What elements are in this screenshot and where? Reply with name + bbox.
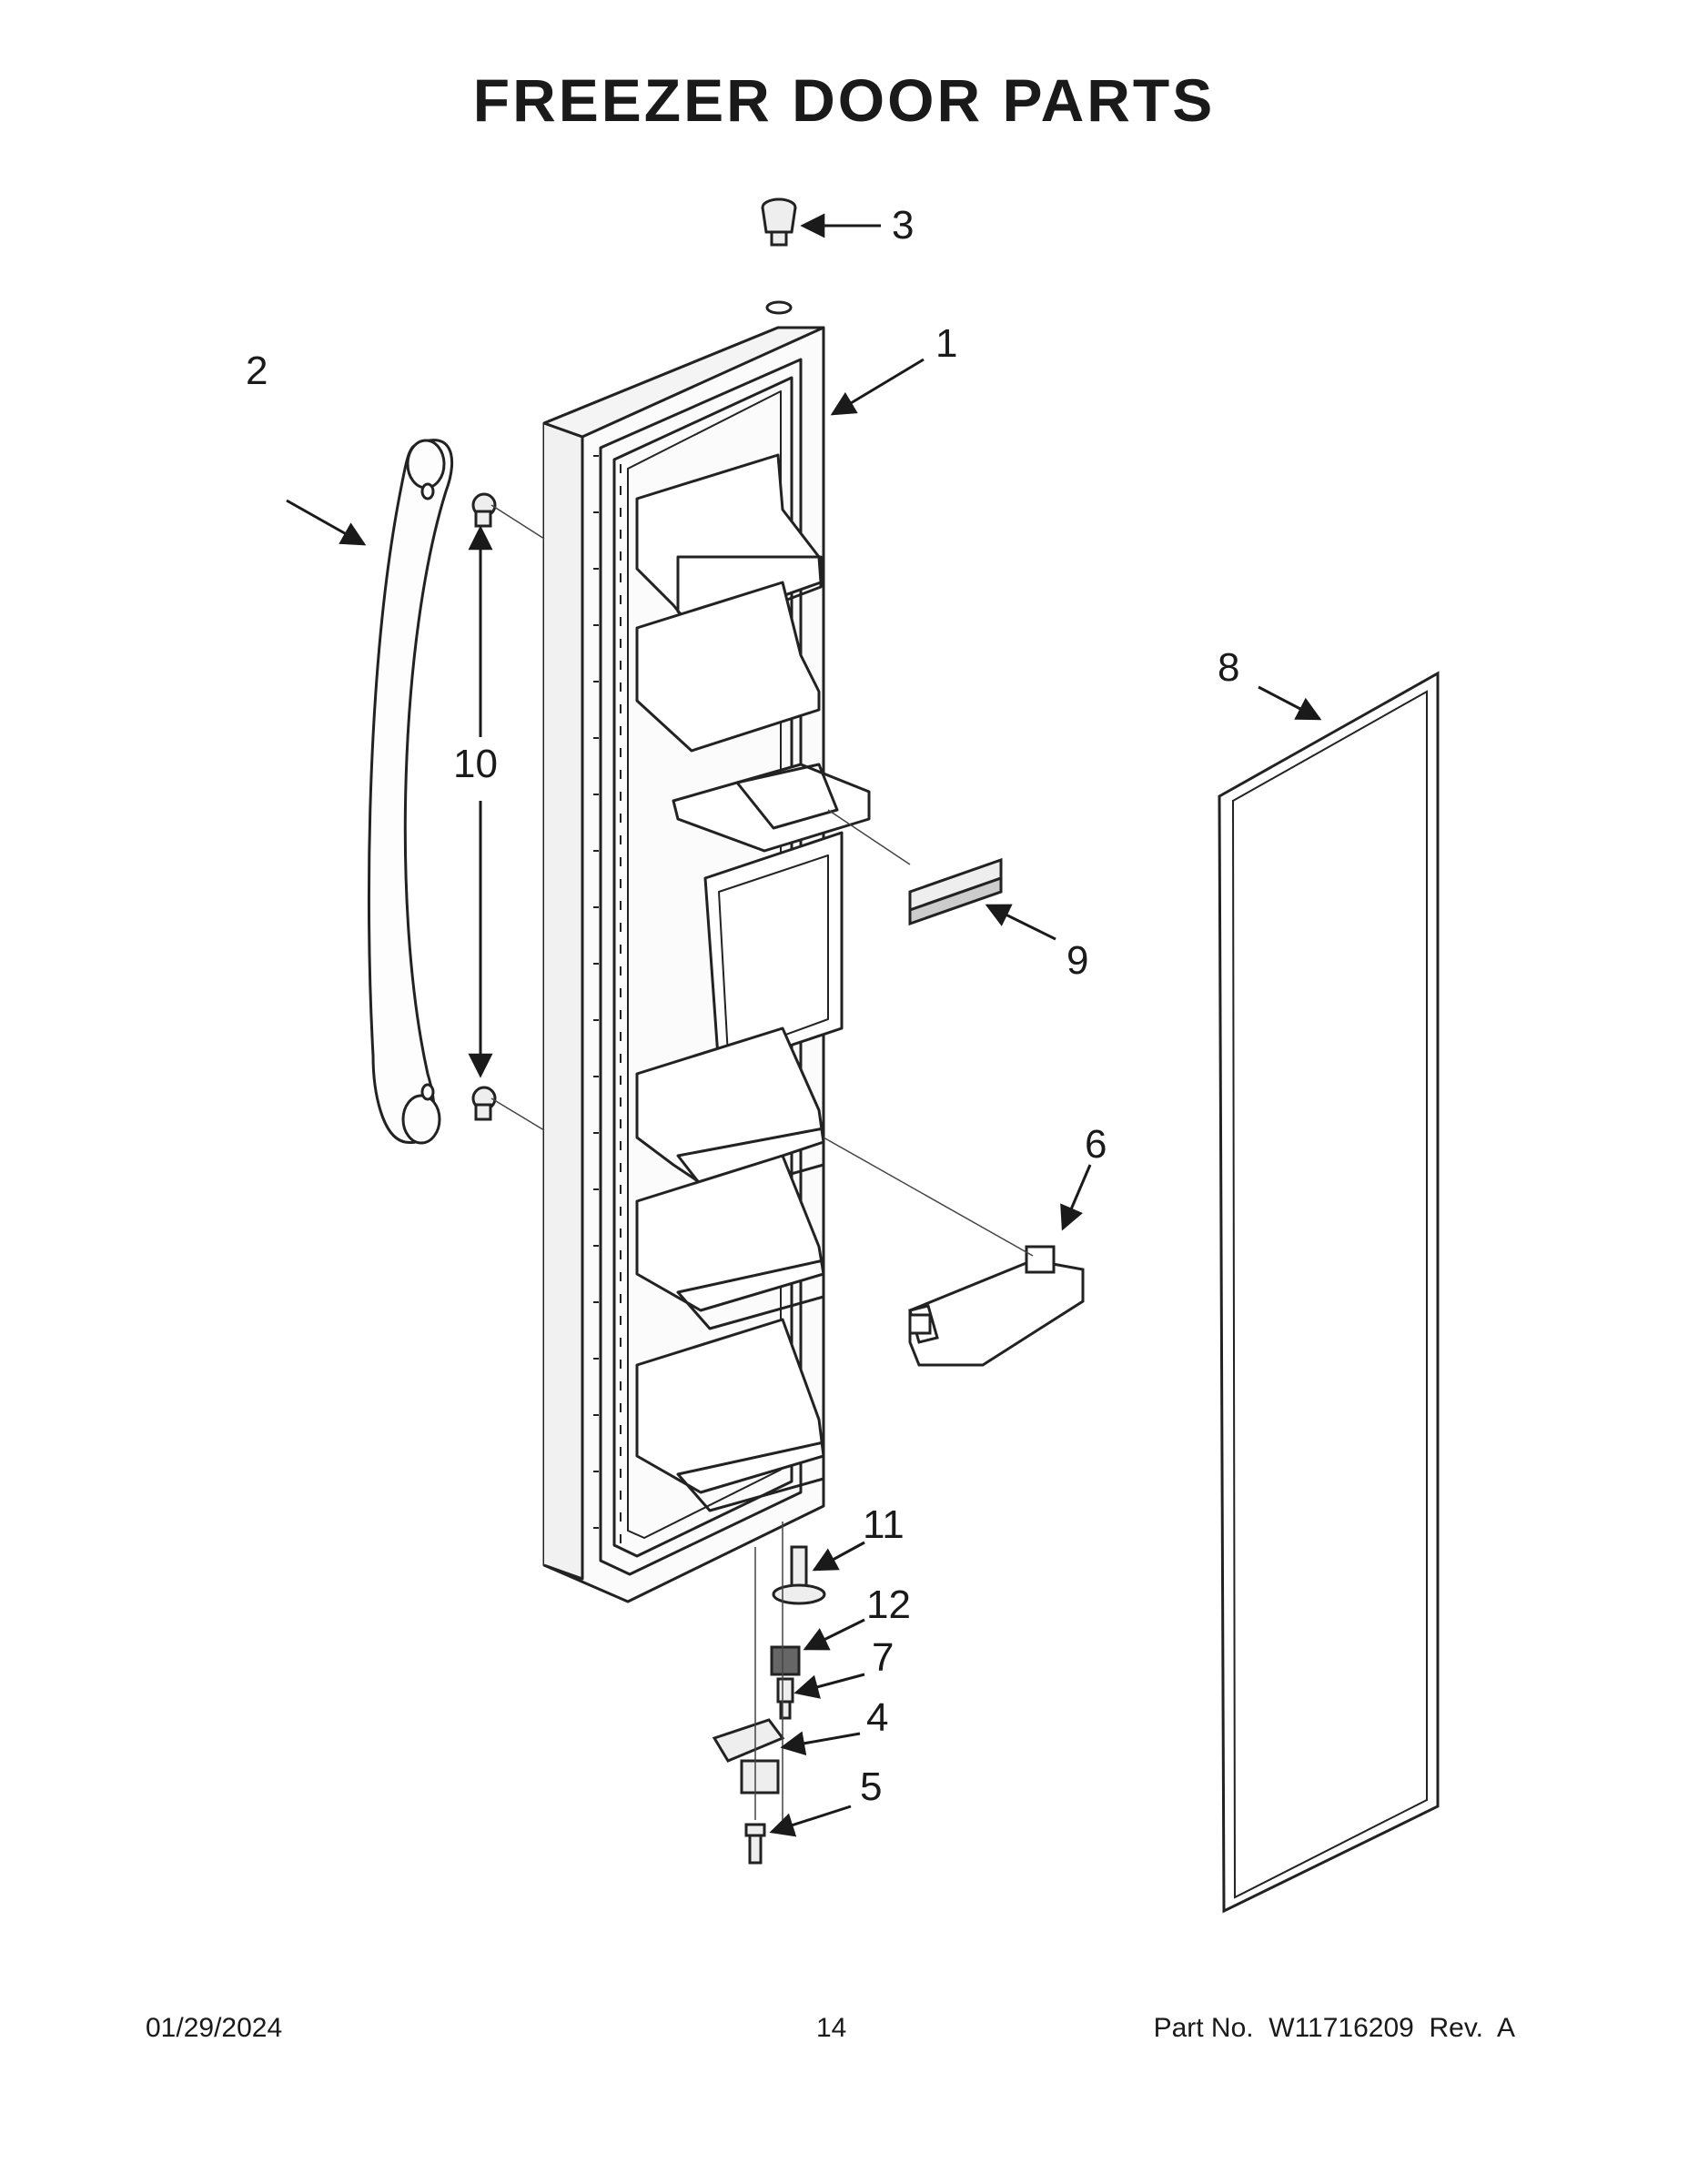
callout-2: 2: [246, 349, 268, 393]
callout-11: 11: [863, 1502, 905, 1547]
door-bin: [908, 1245, 1085, 1367]
assembly-guide-lines: [490, 504, 1034, 1820]
callout-6: 6: [1085, 1122, 1107, 1167]
footer-page-number: 14: [816, 2013, 847, 2043]
callout-4: 4: [866, 1695, 889, 1740]
callout-3: 3: [892, 203, 915, 248]
callout-8: 8: [1218, 645, 1240, 690]
callout-1: 1: [935, 321, 958, 366]
callout-5: 5: [860, 1764, 883, 1809]
footer-date: 01/29/2024: [146, 2013, 283, 2043]
page-title: FREEZER DOOR PARTS: [472, 66, 1216, 134]
callout-9: 9: [1066, 938, 1089, 983]
footer-part-number: Part No. W11716209 Rev. A: [1153, 2013, 1515, 2043]
top-hinge-bushing: [761, 197, 797, 247]
door-handle: [367, 439, 454, 1145]
handle-mounting-studs: [471, 492, 497, 1121]
callout-12: 12: [866, 1582, 911, 1627]
callout-arrows: [286, 213, 1322, 1837]
lower-hinge-parts: [712, 1545, 826, 1865]
callout-10: 10: [453, 742, 498, 786]
callout-7: 7: [872, 1635, 895, 1680]
trim-strip: [908, 857, 1003, 926]
freezer-door-assembly: [542, 300, 871, 1603]
door-gasket: [1218, 671, 1440, 1914]
